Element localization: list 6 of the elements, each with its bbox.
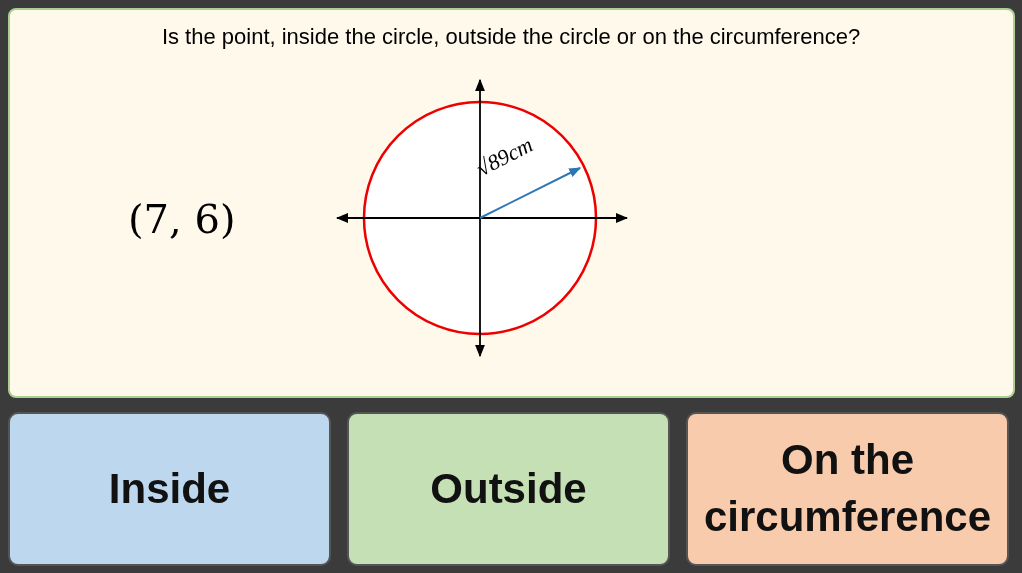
coordinate-text: (7, 6) <box>128 196 236 242</box>
answer-button: On the circumference <box>686 412 1009 566</box>
answer-button: Outside <box>347 412 670 566</box>
radius-label: √89cm <box>472 131 538 182</box>
question-text: Is the point, inside the circle, outside the circle or on the circumference? <box>160 24 862 50</box>
answer-button: Inside <box>8 412 331 566</box>
